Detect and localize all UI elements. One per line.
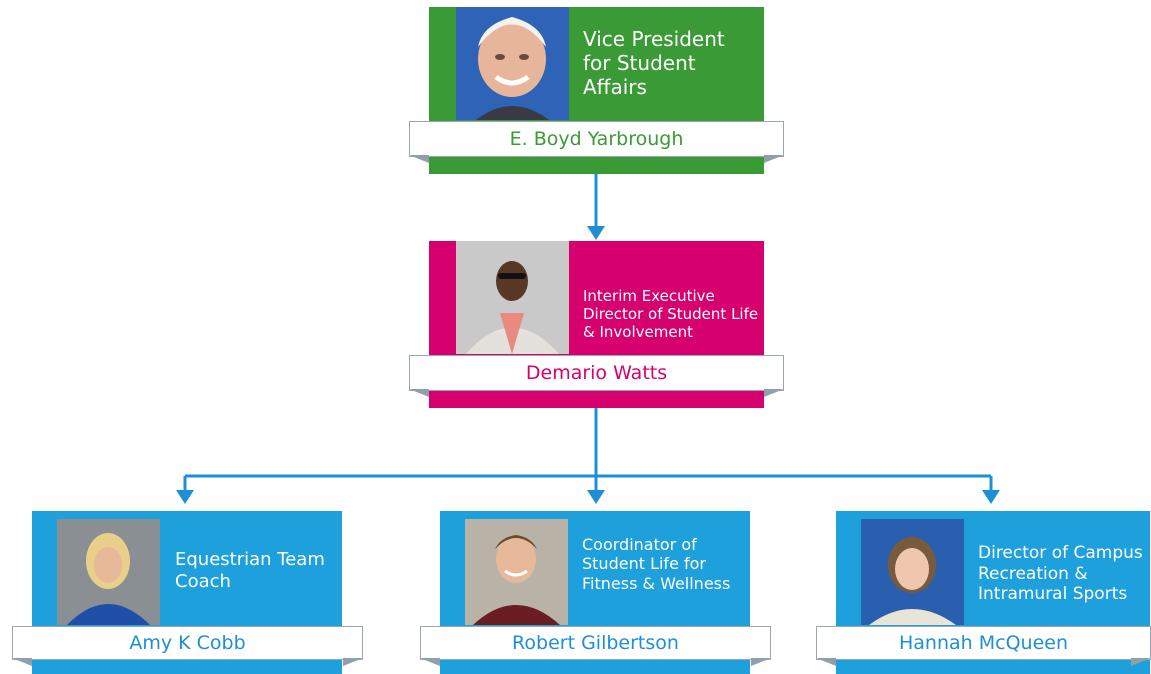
profile-photo [456,241,569,354]
nameplate-tab [409,389,429,397]
name-plate: Demario Watts [409,355,784,391]
nameplate-tab [343,658,363,666]
nameplate-tab [764,155,784,163]
org-node-vp: Vice President for Student Affairs E. Bo… [409,7,784,174]
arrow-head-staff1 [176,490,194,504]
job-title: Equestrian Team Coach [175,549,325,592]
org-node-staff-2: Coordinator of Student Life for Fitness … [420,511,771,674]
nameplate-tab [816,658,836,666]
name-plate: Robert Gilbertson [420,626,771,660]
name-plate: Hannah McQueen [816,626,1151,660]
job-title: Director of Campus Recreation & Intramur… [978,543,1143,605]
job-title: Interim Executive Director of Student Li… [583,287,759,341]
nameplate-tab [751,658,771,666]
profile-photo [456,7,569,120]
nameplate-tab [420,658,440,666]
profile-photo [57,519,160,625]
org-node-staff-3: Director of Campus Recreation & Intramur… [816,511,1151,674]
nameplate-tab [764,389,784,397]
profile-photo [465,519,568,625]
nameplate-tab [1131,658,1151,666]
nameplate-tab [12,658,32,666]
nameplate-tab [409,155,429,163]
job-title: Coordinator of Student Life for Fitness … [582,535,731,593]
profile-photo [861,519,964,625]
org-node-staff-1: Equestrian Team Coach Amy K Cobb [12,511,363,674]
job-title: Vice President for Student Affairs [583,27,725,99]
arrow-head-staff3 [982,490,1000,504]
name-plate: E. Boyd Yarbrough [409,121,784,157]
arrow-head-staff2 [587,490,605,504]
org-node-director: Interim Executive Director of Student Li… [409,241,784,408]
name-plate: Amy K Cobb [12,626,363,660]
arrow-head-director [587,226,605,240]
